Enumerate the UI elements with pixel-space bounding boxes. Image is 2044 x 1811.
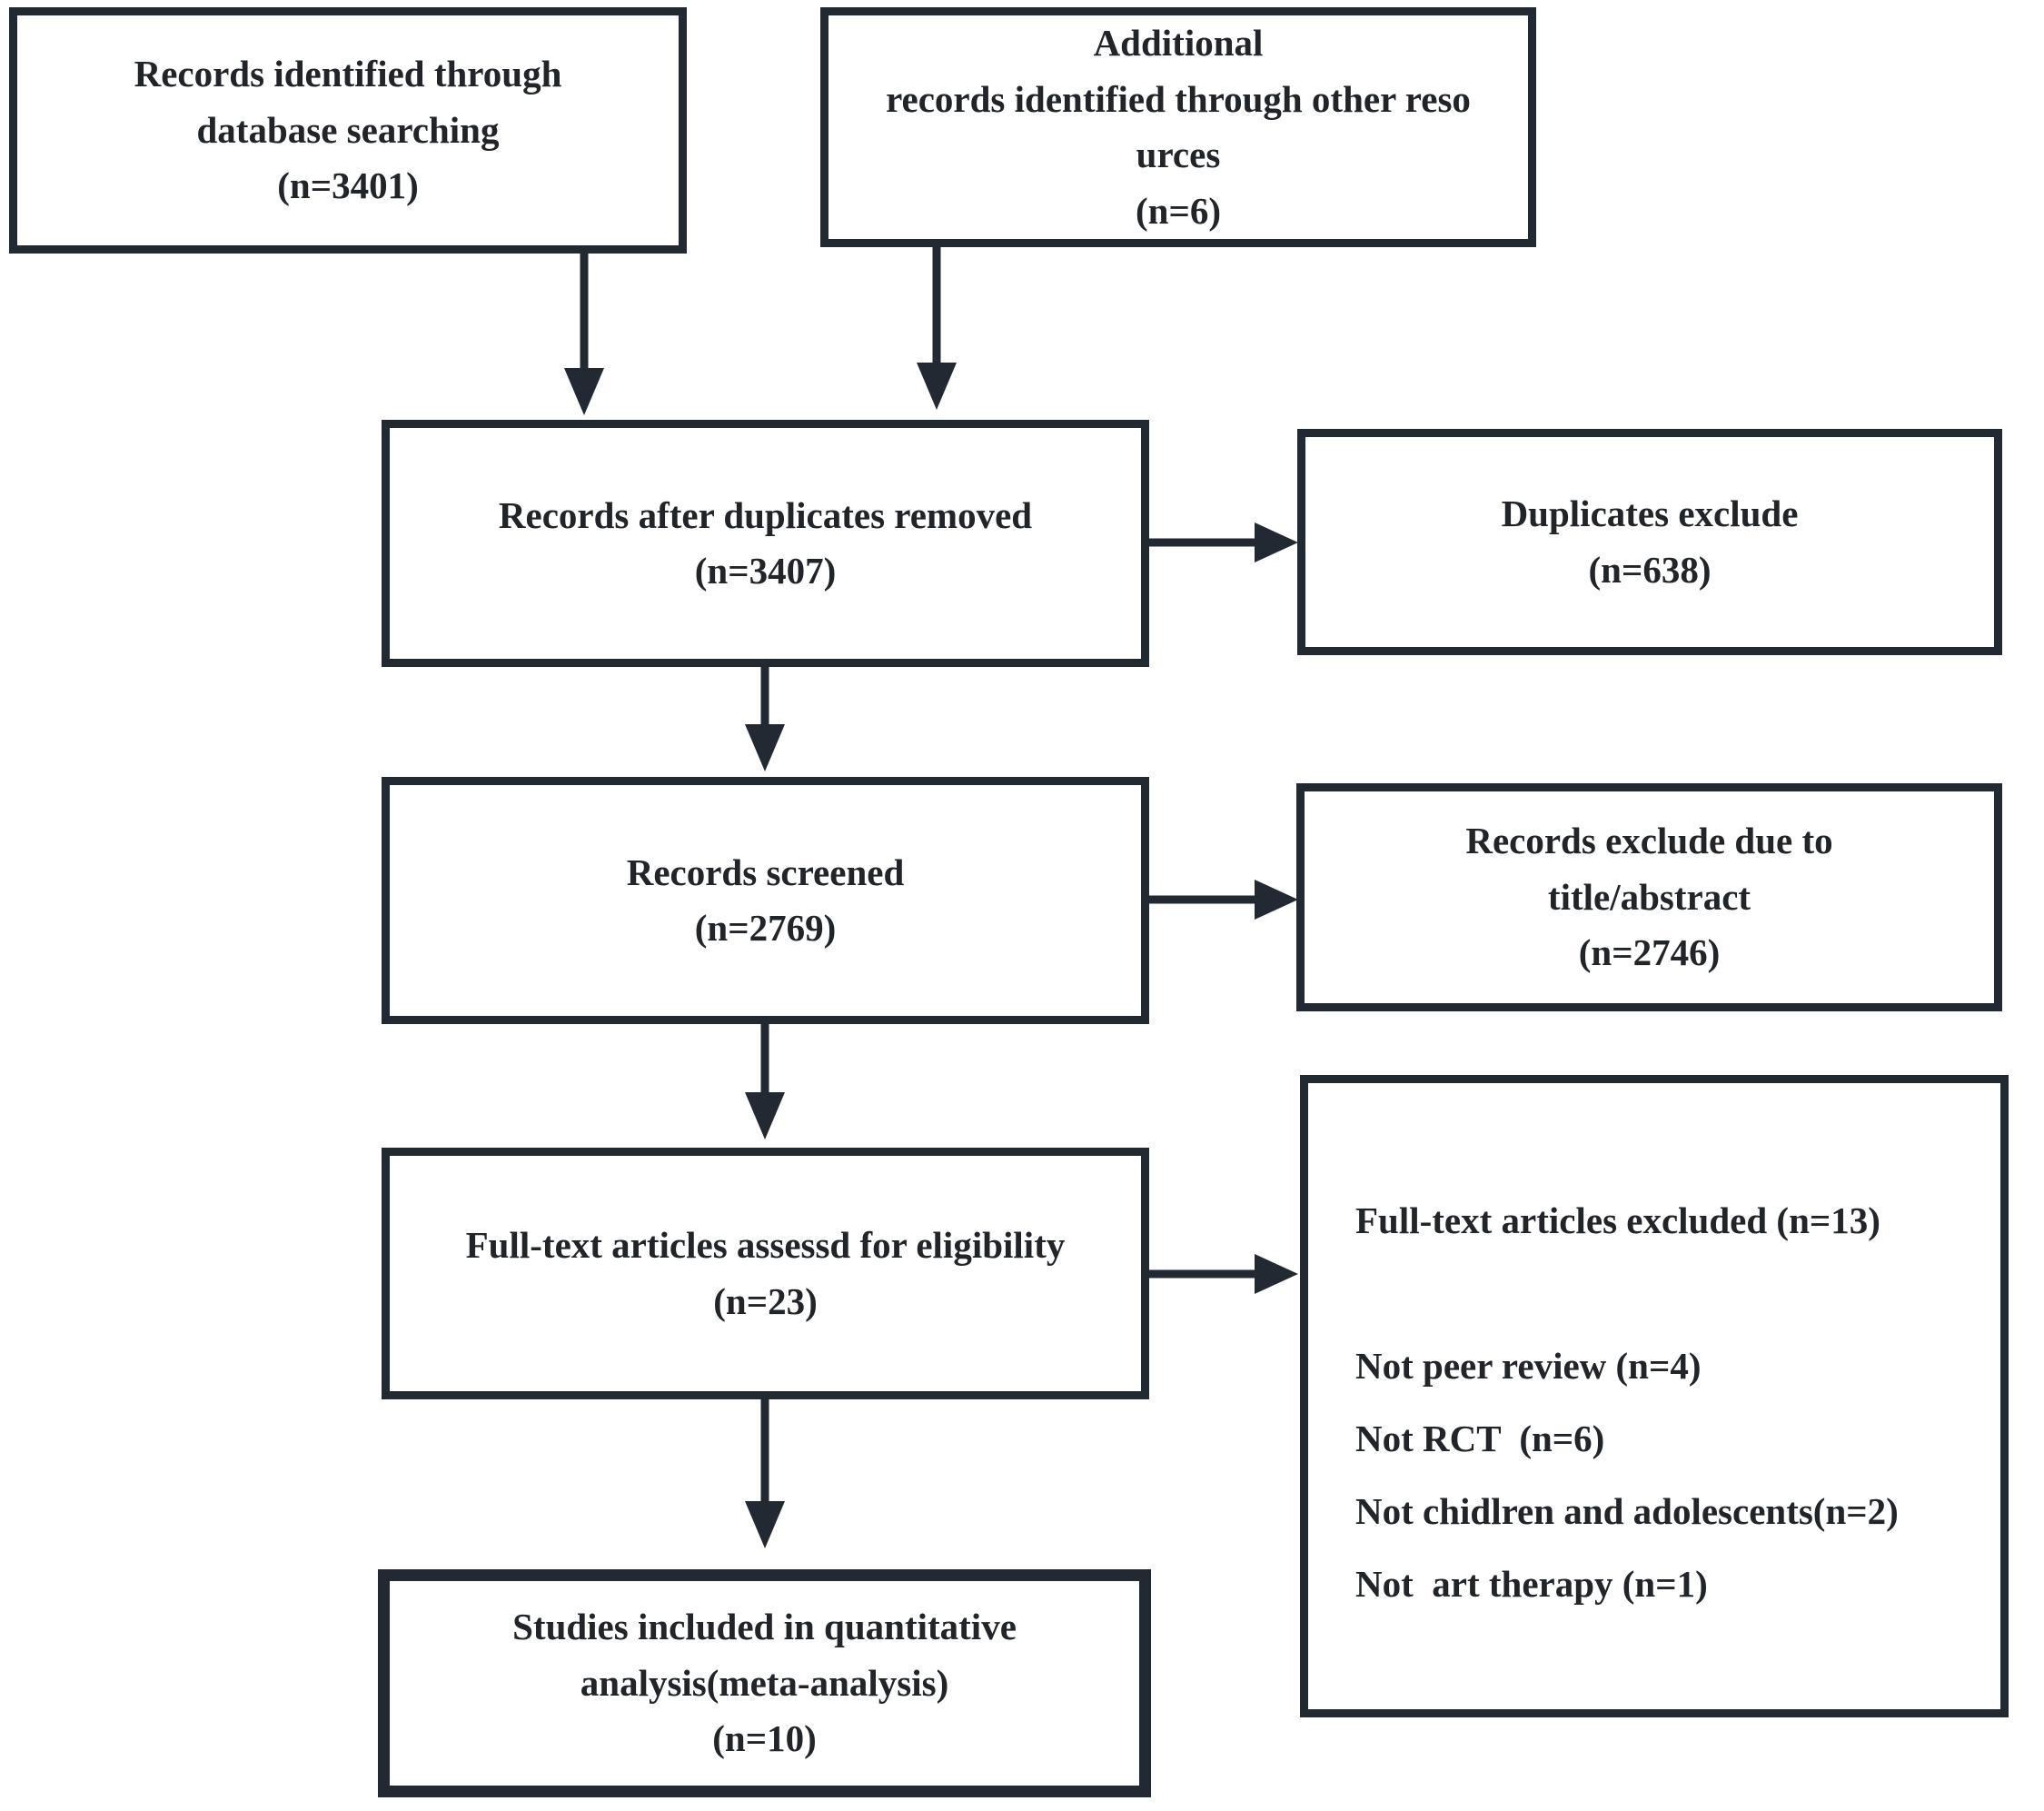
arrow-fulltext-to-included <box>745 1398 785 1548</box>
arrow-database-to-after-duplicates <box>564 252 604 415</box>
arrow-screened-to-fulltext <box>745 1023 785 1139</box>
arrow-other-sources-to-after-duplicates <box>917 246 957 410</box>
box-studies-included-meta-analysis: Studies included in quantitative analysi… <box>378 1569 1151 1797</box>
box-records-screened: Records screened (n=2769) <box>382 777 1149 1024</box>
box-fulltext-assessed-eligibility: Full-text articles assessd for eligibili… <box>382 1148 1149 1399</box>
arrow-after-duplicates-to-screened <box>745 666 785 771</box>
arrow-after-duplicates-to-duplicates-excluded <box>1147 522 1298 562</box>
box-records-after-duplicates-removed: Records after duplicates removed (n=3407… <box>382 420 1149 667</box>
box-additional-records-other-sources: Additional records identified through ot… <box>820 7 1536 247</box>
box-records-excluded-title-abstract: Records exclude due to title/abstract (n… <box>1296 783 2002 1011</box>
box-duplicates-excluded: Duplicates exclude (n=638) <box>1297 429 2002 655</box>
arrow-fulltext-to-fulltext-excluded <box>1147 1254 1298 1294</box>
box-fulltext-excluded-reasons: Full-text articles excluded (n=13) Not p… <box>1300 1075 2009 1717</box>
arrow-screened-to-title-abstract-excluded <box>1147 880 1298 920</box>
box-records-identified-database: Records identified through database sear… <box>9 7 687 254</box>
